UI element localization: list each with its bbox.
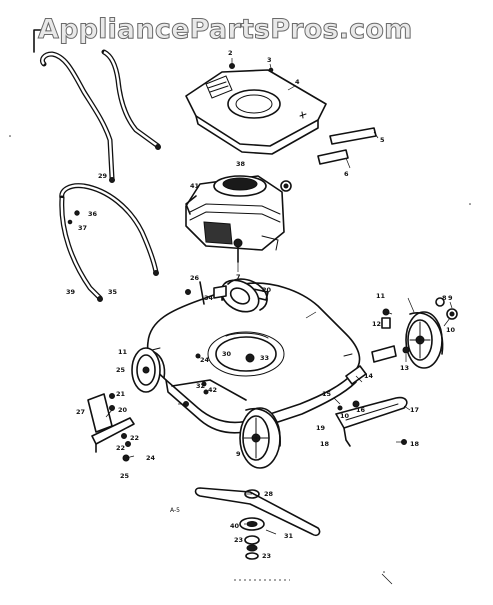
callout-8: 8	[442, 294, 447, 302]
engine-shroud	[185, 69, 327, 155]
right-axle-hardware	[337, 297, 458, 411]
engine	[185, 175, 292, 263]
callout-34: 34	[204, 294, 214, 302]
callout-41: 41	[190, 182, 200, 190]
left-adjuster	[87, 393, 135, 462]
callout-32: 32	[196, 382, 205, 390]
upper-handle	[39, 49, 161, 183]
callout-17: 17	[410, 406, 419, 414]
callout-7: 7	[236, 273, 241, 281]
right-wheel	[405, 311, 444, 369]
callout-25-wheel: 25	[116, 366, 126, 374]
figure-caption: A-5	[170, 507, 180, 514]
screw-3	[268, 67, 274, 73]
callout-29: 29	[98, 172, 108, 180]
callout-20: 20	[118, 406, 128, 414]
callout-12: 12	[372, 320, 381, 328]
adjuster-bar	[335, 396, 408, 447]
screw-2	[229, 63, 235, 69]
watermark: AppliancePartsPros.com	[37, 14, 413, 46]
callout-38: 38	[236, 160, 246, 168]
callout-24-deck: 24	[200, 356, 210, 364]
callout-20-top: 20	[262, 286, 272, 294]
callout-28: 28	[264, 490, 274, 498]
callout-33: 33	[260, 354, 269, 362]
callout-14: 14	[364, 372, 374, 380]
callout-42: 42	[208, 386, 217, 394]
callout-21: 21	[116, 390, 126, 398]
callout-18-lower: 18	[320, 440, 330, 448]
left-wheel	[131, 347, 166, 393]
callout-31: 31	[284, 532, 294, 540]
callout-37: 37	[78, 224, 87, 232]
callout-23-bottom: 23	[262, 552, 271, 560]
corner-mark	[33, 29, 47, 53]
callout-23: 23	[234, 536, 243, 544]
callout-11: 11	[376, 292, 386, 300]
callout-22-left: 22	[116, 444, 125, 452]
callout-24: 24	[146, 454, 156, 462]
leader-lines	[105, 58, 453, 535]
callout-25: 25	[120, 472, 130, 480]
callout-10-adjuster: 10	[340, 412, 350, 420]
callout-26: 26	[190, 274, 200, 282]
callout-4: 4	[295, 78, 300, 86]
blade-assembly	[194, 487, 321, 560]
lower-handle	[59, 183, 159, 302]
callout-labels: 2 3 4 5 6 7 8 9 10 11 12 13 14 15 16 17 …	[66, 49, 456, 560]
callout-9-front: 9	[236, 450, 241, 458]
callout-16: 16	[356, 406, 366, 414]
rear-bracket	[185, 281, 227, 305]
callout-2: 2	[228, 49, 233, 57]
callout-11-left: 11	[118, 348, 128, 356]
callout-22: 22	[130, 434, 139, 442]
callout-35: 35	[108, 288, 118, 296]
callout-39: 39	[66, 288, 76, 296]
callout-18: 18	[410, 440, 420, 448]
front-wheel	[239, 407, 281, 469]
callout-3: 3	[267, 56, 272, 64]
callout-6: 6	[344, 170, 349, 178]
bracket-5-6	[317, 127, 377, 165]
callout-27: 27	[76, 408, 85, 416]
callout-19: 19	[316, 424, 326, 432]
callout-10: 10	[446, 326, 456, 334]
callout-13: 13	[400, 364, 409, 372]
callout-5: 5	[380, 136, 385, 144]
callout-15: 15	[322, 390, 332, 398]
callout-36: 36	[88, 210, 98, 218]
callout-30: 30	[222, 350, 232, 358]
callout-9: 9	[448, 294, 453, 302]
callout-40: 40	[230, 522, 240, 530]
specks	[9, 135, 471, 585]
